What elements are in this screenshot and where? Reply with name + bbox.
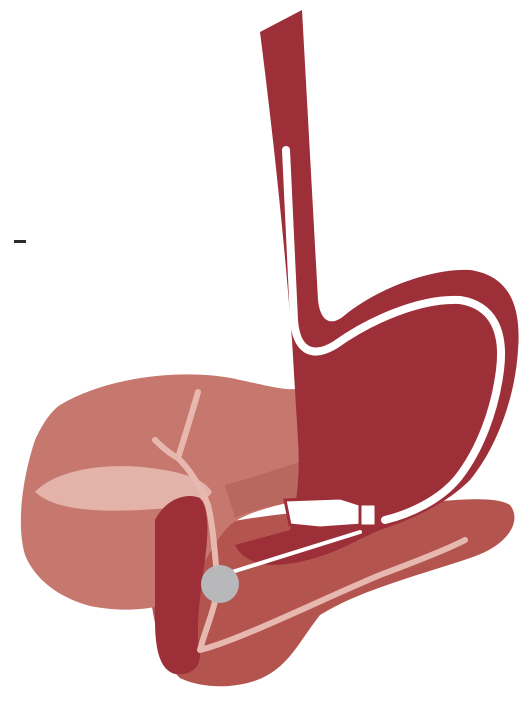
transducer-body <box>285 498 362 528</box>
transducer-cap <box>360 504 376 526</box>
lumen-apposing-balloon <box>201 565 239 603</box>
stray-mark <box>14 240 26 243</box>
transducer-tip <box>285 498 376 528</box>
